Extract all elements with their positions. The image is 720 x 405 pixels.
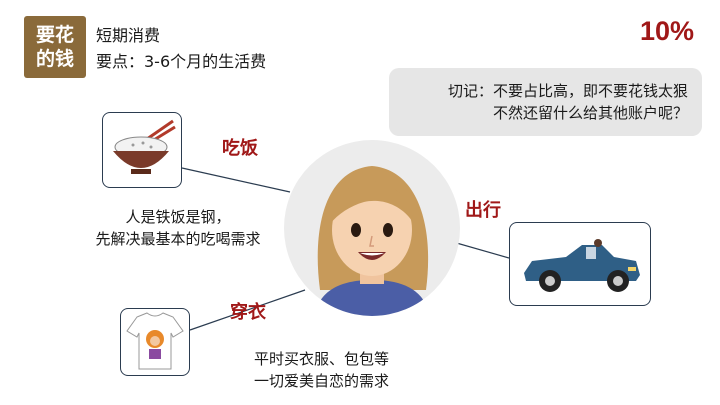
percent-label: 10% (639, 16, 694, 46)
badge-line1: 要花 (35, 24, 74, 46)
label-go: 出行 (465, 200, 501, 221)
car-card (509, 222, 651, 306)
connector-eat (181, 167, 291, 193)
category-badge: 要花 的钱 (24, 16, 86, 78)
girl-avatar-icon (314, 166, 430, 316)
label-wear: 穿衣 (230, 302, 266, 323)
tshirt-card (120, 308, 190, 376)
desc-wear-line2: 一切爱美自恋的需求 (254, 372, 390, 390)
rice-bowl-icon (113, 119, 176, 174)
avatar (284, 140, 460, 316)
connector-wear (189, 289, 306, 331)
badge-line2: 的钱 (35, 48, 74, 70)
note-line1: 切记：不要占比高，即不要花钱太狠 (447, 82, 688, 100)
desc-eat-line2: 先解决最基本的吃喝需求 (95, 230, 261, 248)
desc-wear-line1: 平时买衣服、包包等 (254, 350, 390, 368)
reminder-note: 切记：不要占比高，即不要花钱太狠 不然还留什么给其他账户呢？ (389, 68, 702, 136)
key-point: 要点：3-6个月的生活费 (96, 52, 267, 71)
desc-eat-line1: 人是铁饭是钢， (125, 208, 231, 226)
subtitle: 短期消费 (96, 26, 161, 45)
desc-eat: 人是铁饭是钢， 先解决最基本的吃喝需求 (80, 206, 276, 250)
car-icon (524, 239, 640, 292)
note-line2: 不然还留什么给其他账户呢？ (492, 104, 688, 122)
rice-bowl-card (102, 112, 182, 188)
label-eat: 吃饭 (222, 138, 258, 159)
tshirt-icon (126, 312, 184, 370)
desc-wear: 平时买衣服、包包等 一切爱美自恋的需求 (254, 348, 389, 392)
